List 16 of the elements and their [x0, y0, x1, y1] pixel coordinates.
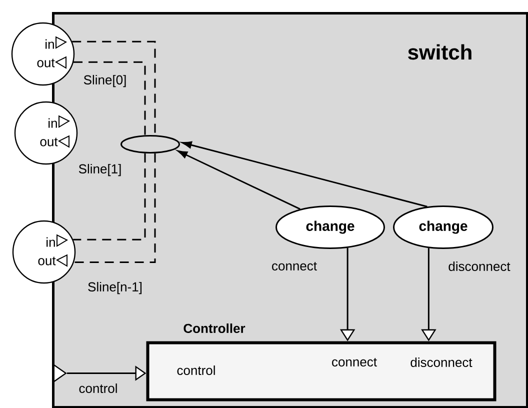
dashed-line — [72, 40, 156, 135]
port-label: Sline[n-1] — [88, 282, 142, 294]
node-label: Controller — [184, 323, 246, 334]
port-label: connect — [272, 262, 317, 271]
port-label: disconnect — [448, 261, 510, 272]
dashed-line — [73, 154, 146, 240]
title: switch — [408, 44, 472, 60]
dashed-line — [74, 154, 156, 264]
connection-ellipse — [120, 135, 180, 154]
port-label: control — [79, 383, 117, 394]
dashed-line — [74, 61, 146, 135]
arrow — [177, 150, 300, 210]
controller-box: Controller control connect disconnect — [146, 323, 496, 402]
arrow — [182, 141, 428, 208]
port-label: Sline[0] — [84, 74, 126, 88]
port-label: Sline[1] — [78, 164, 121, 176]
